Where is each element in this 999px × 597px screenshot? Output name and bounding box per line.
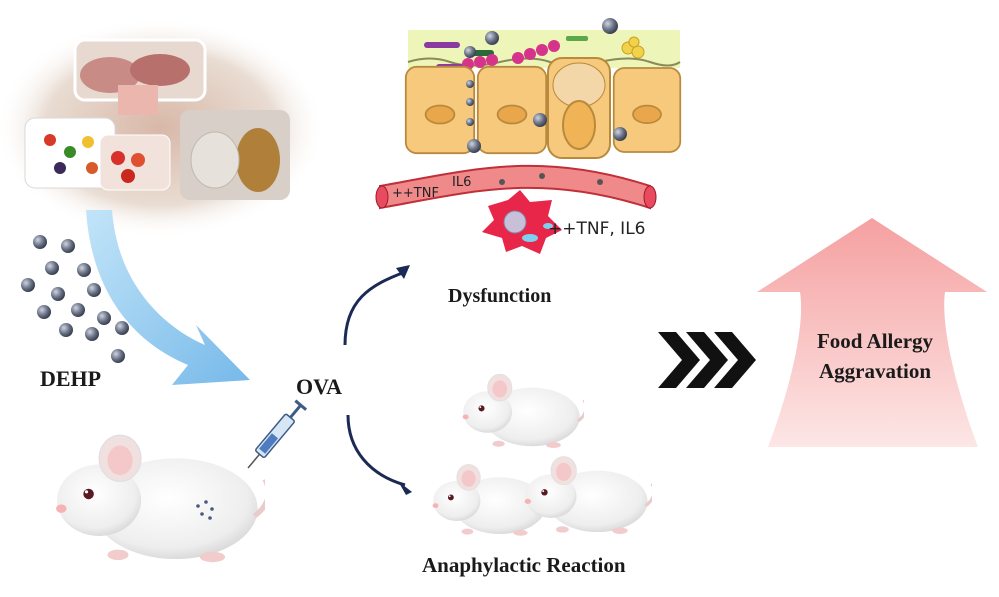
dehp-label: DEHP	[40, 366, 102, 391]
mouse-group	[432, 372, 652, 538]
food-allergy-line2: Aggravation	[819, 359, 931, 383]
food-allergy-line1: Food Allergy	[816, 329, 934, 353]
blood-vessel	[375, 164, 657, 210]
food-allergy-aggravation-label: Food Allergy Aggravation	[780, 326, 970, 386]
dehp-particles	[21, 235, 129, 363]
syringe-icon	[247, 399, 308, 469]
macrophage-cytokine-label: ++TNF, IL6	[548, 219, 646, 239]
dysfunction-label: Dysfunction	[448, 285, 552, 307]
intestinal-barrier-diagram	[404, 18, 682, 159]
macrophage-icon	[482, 190, 562, 254]
exposure-arrow	[86, 210, 250, 385]
anaphylactic-reaction-label: Anaphylactic Reaction	[422, 553, 626, 577]
vessel-tnf-label: ++TNF	[392, 186, 439, 201]
ova-label: OVA	[296, 374, 343, 399]
arrow-head-down	[398, 481, 412, 495]
triple-chevron-icon	[658, 332, 756, 388]
branch-arrows	[343, 270, 406, 487]
mouse-icon	[56, 435, 268, 562]
food-containers-icon	[0, 18, 325, 238]
up-arrow-icon	[757, 218, 987, 447]
arrow-head-up	[396, 265, 410, 279]
vessel-il6-label: IL6	[452, 175, 472, 190]
